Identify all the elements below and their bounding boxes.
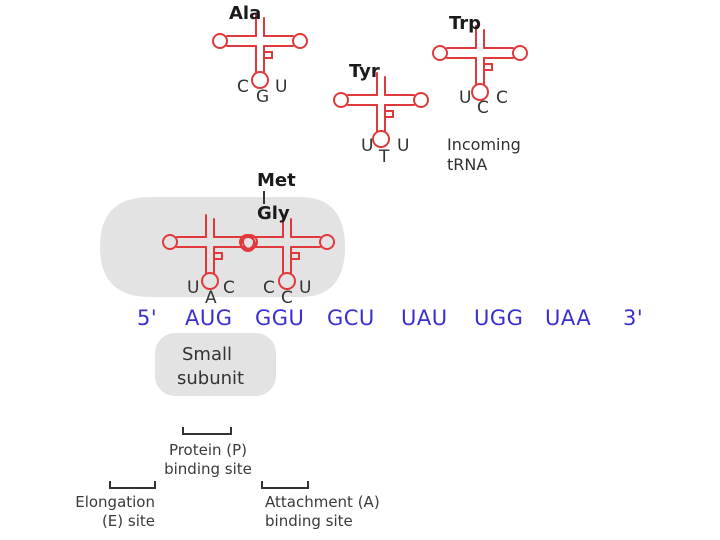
a-site-bracket: [261, 481, 309, 489]
a-site-caption: Attachment (A) binding site: [265, 493, 405, 531]
left-bound-trna-icon: [162, 214, 258, 290]
mrna-five-prime: 5': [137, 306, 158, 330]
p-site-caption-line2: binding site: [164, 460, 252, 478]
trp-anticodon-3: C: [496, 88, 508, 108]
tyr-trna-icon: [333, 72, 429, 148]
mrna-codon-3: GCU: [327, 306, 375, 330]
tyr-anticodon-1: U: [361, 136, 374, 156]
left-trna-anticodon-2: A: [205, 288, 217, 308]
mrna-codon-1: AUG: [185, 306, 233, 330]
trp-anticodon-1: U: [459, 88, 472, 108]
ala-anticodon-1: C: [237, 77, 249, 97]
gly-label: Gly: [257, 203, 290, 224]
a-site-caption-line2: binding site: [265, 512, 353, 530]
left-trna-anticodon-3: C: [223, 278, 235, 298]
incoming-label-line2: tRNA: [447, 155, 488, 174]
e-site-caption-line1: Elongation: [75, 493, 155, 511]
small-subunit-label-line2: subunit: [177, 368, 245, 389]
incoming-label-line1: Incoming: [447, 135, 521, 154]
left-trna-anticodon-1: U: [187, 278, 200, 298]
trp-trna-icon: [432, 25, 528, 101]
e-site-caption-line2: (E) site: [101, 512, 155, 530]
p-site-caption-line1: Protein (P): [168, 441, 248, 459]
ala-label: Ala: [229, 3, 262, 24]
mrna-codon-6: UAA: [545, 306, 592, 330]
a-site-caption-line1: Attachment (A): [265, 493, 380, 511]
e-site-caption: Elongation (E) site: [62, 493, 155, 531]
p-site-bracket: [182, 427, 232, 435]
mrna-three-prime: 3': [623, 306, 644, 330]
peptide-bond-ring: [240, 236, 256, 252]
mrna-codon-2: GGU: [255, 306, 305, 330]
small-subunit-shape: [155, 333, 276, 396]
mrna-codon-5: UGG: [474, 306, 524, 330]
right-bound-trna-icon: [239, 214, 335, 290]
small-subunit-label-line1: Small: [182, 344, 232, 365]
tyr-anticodon-3: U: [397, 136, 410, 156]
met-label: Met: [257, 170, 296, 191]
right-trna-anticodon-2: C: [281, 288, 293, 308]
ala-trna-icon: [212, 13, 308, 89]
mrna-codon-4: UAU: [401, 306, 448, 330]
ala-anticodon-2: G: [256, 87, 270, 107]
tyr-anticodon-2: T: [379, 147, 390, 167]
tyr-label: Tyr: [349, 61, 380, 82]
p-site-caption: Protein (P) binding site: [158, 441, 258, 479]
right-trna-anticodon-1: C: [263, 278, 275, 298]
trp-label: Trp: [449, 13, 482, 34]
trp-anticodon-2: C: [477, 98, 489, 118]
e-site-bracket: [109, 481, 156, 489]
right-trna-anticodon-3: U: [299, 278, 312, 298]
ala-anticodon-3: U: [275, 77, 288, 97]
